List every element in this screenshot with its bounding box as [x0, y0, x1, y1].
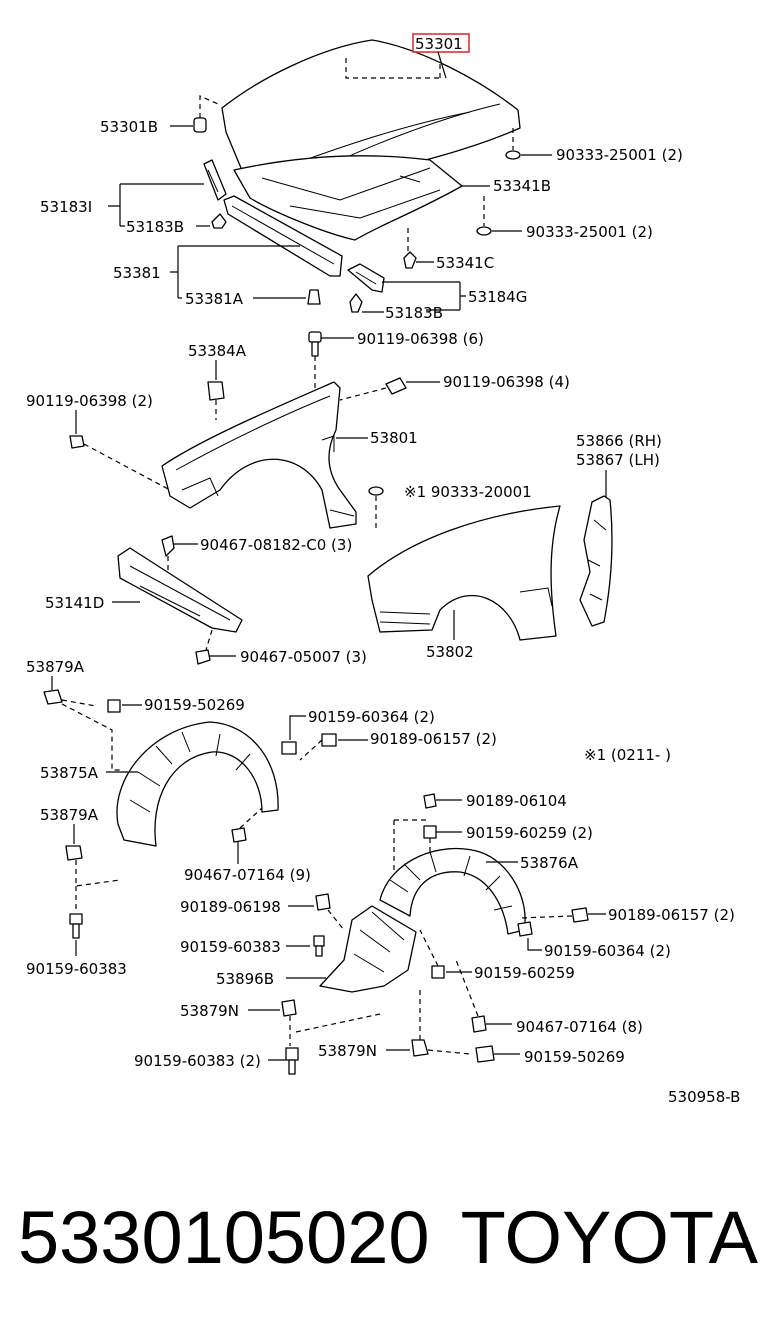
retainer-53384a[interactable] [207, 381, 225, 420]
label-bolt-50269-bottom[interactable]: 90159-50269 [524, 1048, 625, 1066]
retainer-53879a-top[interactable] [43, 689, 120, 771]
screw-07164-8[interactable] [455, 959, 487, 1033]
hinge-b-right-clip[interactable] [349, 293, 363, 313]
liner-53875a[interactable] [116, 721, 279, 847]
label-hinge-set[interactable]: 53183I [40, 198, 92, 216]
diagram-id: 530958-B [668, 1088, 740, 1106]
label-liner-53876a[interactable]: 53876A [520, 854, 579, 872]
bolt-60364-top[interactable] [281, 741, 297, 755]
label-retainer-53879a-mid[interactable]: 53879A [40, 806, 99, 824]
label-hinge-g[interactable]: 53184G [468, 288, 527, 306]
brand-name: TOYOTA [460, 1196, 758, 1279]
label-clip-25001-mid[interactable]: 90333-25001 (2) [526, 223, 653, 241]
parts-diagram: 53301 53301B 90333-25001 (2) 53341B 9033… [26, 33, 740, 1106]
bolt-06398-4[interactable] [339, 377, 407, 401]
bolt-60383-2[interactable] [285, 1047, 299, 1075]
label-hood-cushion[interactable]: 53301B [100, 118, 158, 136]
clip-25001-top[interactable] [505, 150, 521, 160]
fender-53801[interactable] [161, 381, 357, 529]
label-hinge-b-left[interactable]: 53183B [126, 218, 184, 236]
bolt-06398-2[interactable] [69, 435, 171, 491]
label-shield-53896b[interactable]: 53896B [216, 970, 274, 988]
label-bolt-06157-right[interactable]: 90189-06157 (2) [608, 906, 735, 924]
fender-53802[interactable] [367, 505, 561, 641]
hinge-g-right[interactable] [347, 263, 385, 293]
label-seal-set[interactable]: 53381 [113, 264, 161, 282]
label-nut-06104[interactable]: 90189-06104 [466, 792, 567, 810]
screw-07164-9[interactable] [231, 807, 263, 843]
label-clip-20001[interactable]: ※1 90333-20001 [404, 483, 532, 501]
label-screw-07164-8[interactable]: 90467-07164 (8) [516, 1018, 643, 1036]
label-hood-insulator[interactable]: 53341B [493, 177, 551, 195]
label-seal-a[interactable]: 53381A [185, 290, 244, 308]
retainer-53879n-right[interactable] [411, 990, 471, 1057]
bolt-60259-single[interactable] [419, 929, 445, 979]
note-range: ※1 (0211- ) [584, 746, 671, 764]
clip-20001[interactable] [368, 486, 384, 496]
hood-label-highlight [412, 33, 470, 53]
label-splash-rh[interactable]: 53866 (RH) [576, 432, 662, 450]
label-screw-08182[interactable]: 90467-08182-C0 (3) [200, 536, 352, 554]
label-fender-lh[interactable]: 53802 [426, 643, 474, 661]
label-bolt-60259-2[interactable]: 90159-60259 (2) [466, 824, 593, 842]
screw-05007[interactable] [195, 629, 213, 665]
label-bolt-06157-top[interactable]: 90189-06157 (2) [370, 730, 497, 748]
bolt-50269-bottom[interactable] [475, 1045, 495, 1063]
splash-shield-53866[interactable] [579, 495, 613, 627]
label-fender-rh[interactable]: 53801 [370, 429, 418, 447]
bolt-60364-right[interactable] [517, 921, 533, 937]
hood-insulator[interactable] [233, 155, 463, 241]
part-number: 5330105020 [18, 1196, 430, 1279]
bolt-06157-top[interactable] [299, 733, 337, 761]
label-clip-25001-top[interactable]: 90333-25001 (2) [556, 146, 683, 164]
nut-06198[interactable] [315, 893, 345, 931]
hinge-left[interactable] [203, 159, 227, 201]
seal-a-clip[interactable] [307, 289, 321, 305]
label-screw-05007[interactable]: 90467-05007 (3) [240, 648, 367, 666]
label-bolt-06398-2[interactable]: 90119-06398 (2) [26, 392, 153, 410]
bolt-06157-right[interactable] [571, 907, 589, 923]
bolt-50269-top[interactable] [107, 699, 121, 713]
label-bolt-60259-single[interactable]: 90159-60259 [474, 964, 575, 982]
label-retainer-53384a[interactable]: 53384A [188, 342, 247, 360]
bolt-60259-2[interactable] [393, 819, 437, 876]
label-hood[interactable]: 53301 [415, 35, 463, 53]
label-screw-07164-9[interactable]: 90467-07164 (9) [184, 866, 311, 884]
hood-seal-53381[interactable] [223, 195, 343, 277]
hinge-b-left-clip[interactable] [211, 213, 227, 229]
label-bolt-06398-4[interactable]: 90119-06398 (4) [443, 373, 570, 391]
apron-53141d[interactable] [117, 547, 243, 633]
label-retainer-53879a-top[interactable]: 53879A [26, 658, 85, 676]
label-splash-lh[interactable]: 53867 (LH) [576, 451, 660, 469]
liner-53876a[interactable] [379, 847, 526, 935]
label-retainer-53879n-left[interactable]: 53879N [180, 1002, 239, 1020]
bolt-60383-a[interactable] [313, 935, 325, 957]
bolt-60383-left[interactable] [69, 913, 83, 939]
label-apron[interactable]: 53141D [45, 594, 104, 612]
label-bolt-60364-top[interactable]: 90159-60364 (2) [308, 708, 435, 726]
label-bolt-60383-2[interactable]: 90159-60383 (2) [134, 1052, 261, 1070]
label-liner-53875a[interactable]: 53875A [40, 764, 99, 782]
clip-53341c[interactable] [403, 228, 417, 269]
clip-25001-mid[interactable] [476, 226, 492, 236]
label-bolt-60383-left[interactable]: 90159-60383 [26, 960, 127, 978]
shield-53896b[interactable] [319, 905, 417, 993]
label-clip-53341c[interactable]: 53341C [436, 254, 494, 272]
label-hinge-b-right[interactable]: 53183B [385, 304, 443, 322]
retainer-53879a-mid[interactable] [65, 845, 121, 910]
hood-cushion[interactable] [193, 95, 219, 133]
label-bolt-06398-6[interactable]: 90119-06398 (6) [357, 330, 484, 348]
label-bolt-60364-right[interactable]: 90159-60364 (2) [544, 942, 671, 960]
footer: 5330105020 TOYOTA [18, 1188, 758, 1288]
label-nut-06198[interactable]: 90189-06198 [180, 898, 281, 916]
label-bolt-60383-a[interactable]: 90159-60383 [180, 938, 281, 956]
nut-06104[interactable] [423, 793, 437, 809]
label-bolt-50269-top[interactable]: 90159-50269 [144, 696, 245, 714]
retainer-53879n-left[interactable] [281, 999, 381, 1046]
label-retainer-53879n-right[interactable]: 53879N [318, 1042, 377, 1060]
bolt-06398-6[interactable] [308, 331, 322, 390]
